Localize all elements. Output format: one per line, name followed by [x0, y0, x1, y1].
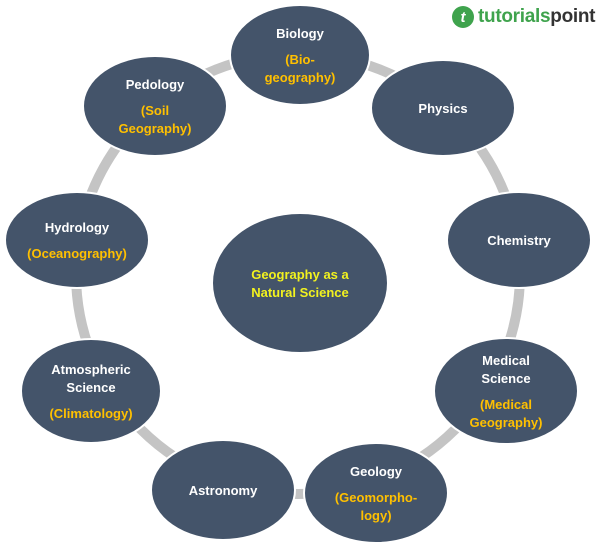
node-biology-label: Biology — [276, 26, 324, 41]
logo-mark-icon: t — [452, 6, 474, 28]
node-geology-shape — [303, 442, 449, 544]
node-hydrology-label: (Oceanography) — [27, 246, 127, 261]
node-atmospheric-science-label: (Climatology) — [49, 406, 132, 421]
node-geology-label: Geology — [350, 464, 403, 479]
node-atmospheric-science-label: Atmospheric — [51, 362, 130, 377]
center-node-shape — [211, 212, 389, 354]
node-physics: Physics — [370, 59, 516, 157]
node-chemistry-shape — [446, 191, 592, 289]
node-physics-label: Physics — [418, 101, 467, 116]
tutorialspoint-logo: t tutorialspoint — [452, 6, 596, 28]
node-biology-label: (Bio- — [285, 52, 315, 67]
node-geology: Geology (Geomorpho-logy) — [303, 442, 449, 544]
center-node-label: Natural Science — [251, 285, 349, 300]
node-geology-label: (Geomorpho- — [335, 490, 417, 505]
node-geology-label: logy) — [360, 508, 391, 523]
node-atmospheric-science-label: Science — [66, 380, 115, 395]
node-medical-science-label: Science — [481, 371, 530, 386]
node-medical-science-shape — [433, 337, 579, 445]
node-medical-science-label: Geography) — [470, 415, 543, 430]
node-medical-science-label: (Medical — [480, 397, 532, 412]
center-node: Geography as a Natural Science — [211, 212, 389, 354]
node-pedology-label: Geography) — [119, 121, 192, 136]
node-hydrology: Hydrology (Oceanography) — [4, 191, 150, 289]
center-node-label: Geography as a — [251, 267, 349, 282]
node-pedology-shape — [82, 55, 228, 157]
node-pedology-label: (Soil — [141, 103, 169, 118]
node-pedology-label: Pedology — [126, 77, 185, 92]
node-astronomy-shape — [150, 439, 296, 541]
node-atmospheric-science-shape — [20, 338, 162, 444]
node-hydrology-shape — [4, 191, 150, 289]
node-medical-science-label: Medical — [482, 353, 530, 368]
node-biology-label: geography) — [265, 70, 336, 85]
node-chemistry: Chemistry — [446, 191, 592, 289]
node-biology: Biology (Bio-geography) — [229, 4, 371, 106]
node-hydrology-label: Hydrology — [45, 220, 110, 235]
node-astronomy: Astronomy — [150, 439, 296, 541]
node-chemistry-label: Chemistry — [487, 233, 551, 248]
node-biology-shape — [229, 4, 371, 106]
node-physics-shape — [370, 59, 516, 157]
node-astronomy-label: Astronomy — [189, 483, 258, 498]
